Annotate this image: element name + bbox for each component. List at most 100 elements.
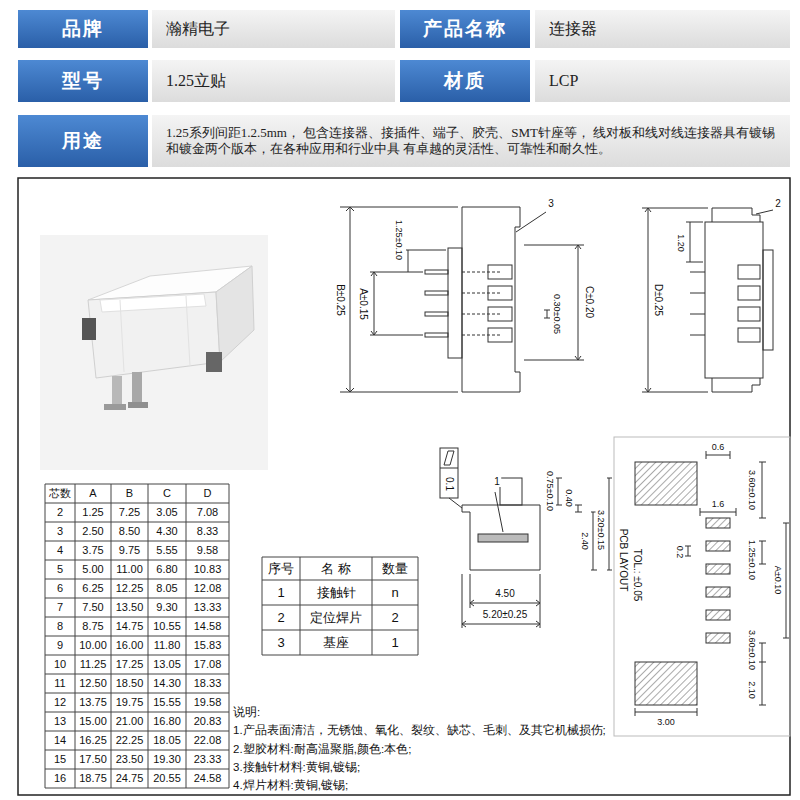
table-cell: 10.00: [75, 636, 111, 655]
side-view: [642, 208, 708, 392]
dimension-label: 2.40: [580, 531, 589, 551]
dimension-label: TOL.: ±0.05: [632, 548, 642, 603]
front-view: [544, 310, 550, 318]
side-view: [763, 250, 773, 350]
front-view: [448, 248, 462, 358]
table-cell: 13.75: [75, 693, 111, 712]
table-cell: 12.50: [75, 674, 111, 693]
product-photo: [132, 372, 142, 406]
table-cell: 17.50: [75, 750, 111, 769]
spec-note: 4.焊片材料:黄铜,镀锡;: [233, 778, 348, 792]
table-cell: 8.75: [75, 617, 111, 636]
table-cell: 16: [45, 769, 75, 788]
table-cell: 21.00: [111, 712, 148, 731]
section-view: [440, 468, 458, 469]
pcb-layout: [759, 462, 766, 518]
field-value-box: 1.25系列间距1.2.5mm， 包含连接器、接插件、端子、胶壳、SMT针座等，…: [152, 115, 790, 167]
pcb-layout: [706, 564, 730, 574]
section-view: [500, 478, 522, 505]
table-cell: 19.30: [148, 750, 186, 769]
field-name-box: 型号: [18, 60, 148, 102]
dimension-label: A±0.15: [358, 287, 368, 321]
side-view: [712, 378, 760, 392]
table-cell: 20.55: [148, 769, 186, 788]
table-header: C: [148, 484, 186, 503]
dimension-label: 0.30±0.05: [552, 293, 561, 335]
table-cell: 7.08: [186, 503, 229, 522]
section-view: [462, 621, 540, 627]
table-cell: 16.00: [111, 636, 148, 655]
spec-note: 3.接触针材料:黄铜,镀锡;: [233, 760, 360, 774]
section-view: [470, 600, 540, 606]
table-cell: 18.33: [186, 674, 229, 693]
dimension-label: D±0.25: [653, 283, 663, 317]
pcb-layout: [635, 708, 697, 716]
table-cell: 2: [45, 503, 75, 522]
front-view: [516, 212, 546, 232]
table-cell: 5.00: [75, 560, 111, 579]
callout-number: 3: [547, 199, 555, 209]
side-view: [738, 307, 760, 321]
table-cell: 17.25: [111, 655, 148, 674]
table-cell: 11.25: [75, 655, 111, 674]
table-cell: 9.58: [186, 541, 229, 560]
field-name: 品牌: [62, 16, 104, 42]
dimension-label: 0.2: [675, 545, 684, 560]
table-cell: 2.50: [75, 522, 111, 541]
table-cell: 15: [45, 750, 75, 769]
product-photo: [112, 376, 122, 408]
pcb-layout: [706, 541, 730, 551]
table-cell: 7: [45, 598, 75, 617]
pcb-layout: [706, 633, 730, 643]
side-view: [738, 328, 760, 342]
field-name-box: 用途: [18, 115, 148, 167]
side-view: [756, 210, 773, 214]
pcb-layout: [706, 518, 730, 528]
table-cell: 8.50: [111, 522, 148, 541]
table-header: A: [75, 484, 111, 503]
table-header: D: [186, 484, 229, 503]
field-value-box: 连接器: [535, 10, 790, 48]
table-cell: 9.30: [148, 598, 186, 617]
dimension-label: 0.6: [711, 443, 726, 452]
table-cell: 1: [372, 630, 418, 655]
table-header: 名 称: [300, 557, 372, 580]
table-cell: 6.25: [75, 579, 111, 598]
pcb-layout: [759, 662, 766, 705]
section-view: [444, 451, 454, 465]
field-value-box: 1.25立贴: [152, 60, 395, 102]
table-cell: 3: [262, 630, 300, 655]
pcb-layout: [614, 437, 790, 736]
product-photo: [88, 292, 220, 378]
table-cell: 23.33: [186, 750, 229, 769]
field-value-box: LCP: [535, 60, 790, 102]
dimension-label: 0.75±0.10: [545, 470, 554, 512]
table-cell: 接触针: [300, 580, 372, 605]
table-cell: 2: [372, 605, 418, 630]
table-cell: 20.83: [186, 712, 229, 731]
dimension-label: 5.20±0.25: [482, 610, 528, 620]
front-view: [425, 270, 448, 274]
section-view: [556, 478, 562, 505]
side-view: [705, 222, 763, 378]
table-cell: 5: [45, 560, 75, 579]
table-cell: 18.50: [111, 674, 148, 693]
table-cell: 13.50: [111, 598, 148, 617]
table-header: 序号: [262, 557, 300, 580]
product-photo: [40, 235, 268, 470]
table-cell: 11: [45, 674, 75, 693]
field-name-box: 材质: [400, 60, 530, 102]
front-view: [488, 286, 512, 300]
spec-note: 2.塑胶材料:耐高温聚脂,颜色:本色;: [233, 742, 411, 756]
field-value-box: 瀚精电子: [152, 10, 395, 48]
section-view: [440, 448, 612, 628]
table-cell: 7.25: [111, 503, 148, 522]
front-view: [425, 333, 448, 337]
product-photo: [216, 266, 254, 362]
table-cell: 3.75: [75, 541, 111, 560]
dimension-label: 1.25±0.10: [394, 219, 403, 261]
front-view: [488, 307, 512, 321]
table-cell: 15.00: [75, 712, 111, 731]
table-cell: 16.80: [148, 712, 186, 731]
